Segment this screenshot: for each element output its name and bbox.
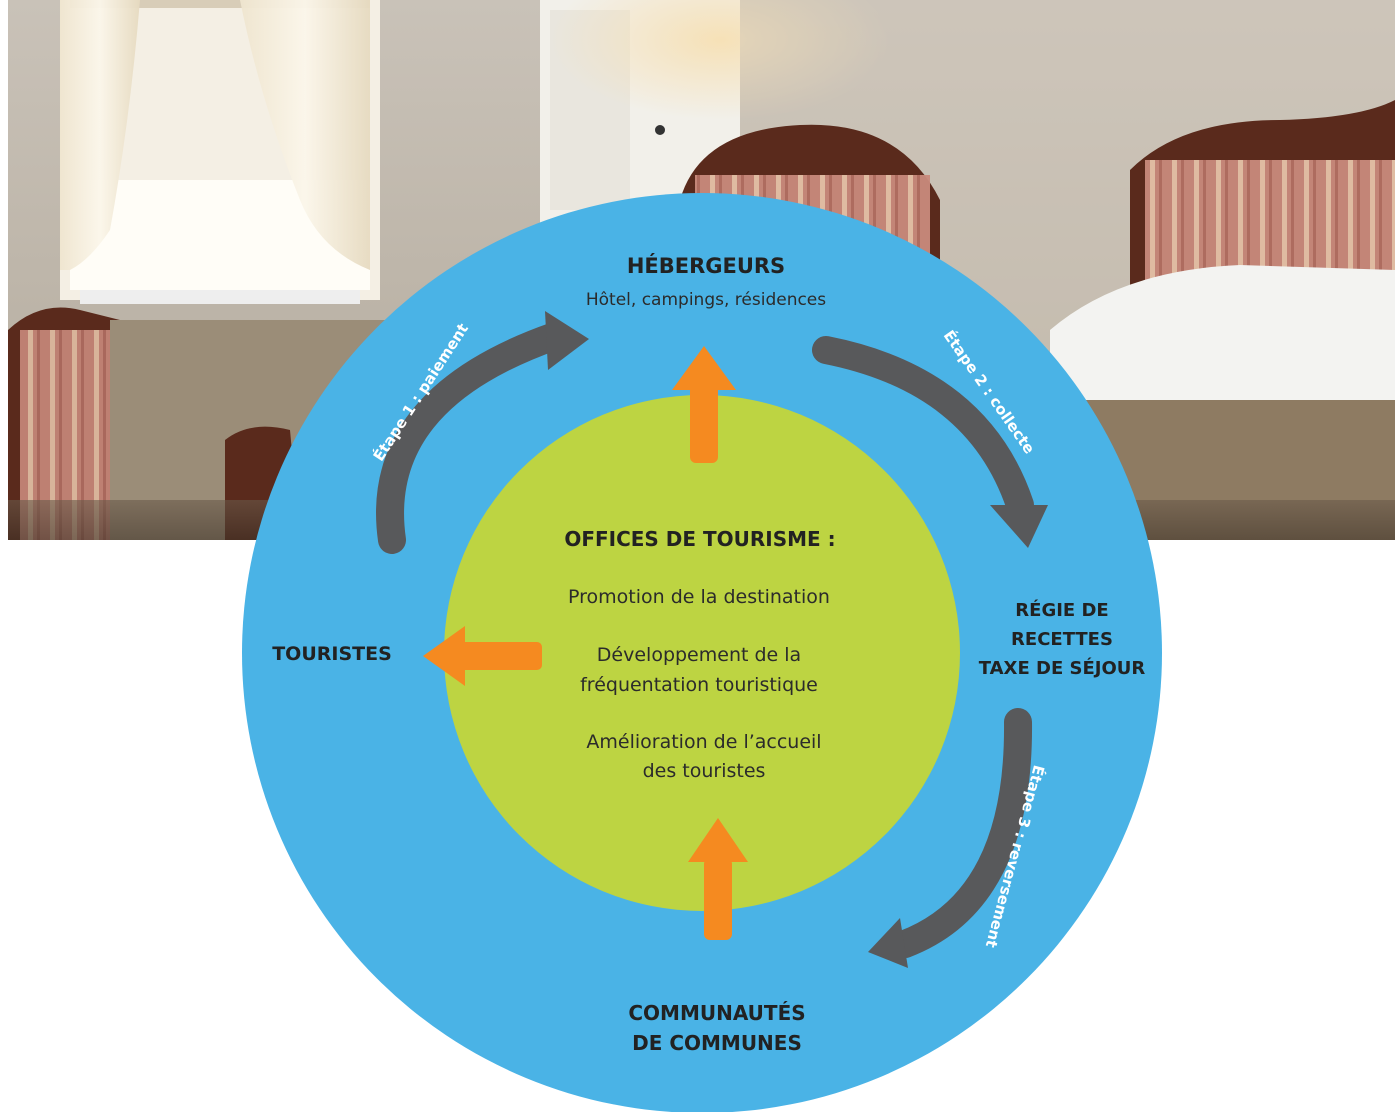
orange-arrow-left — [423, 626, 542, 686]
regie-line-1: RÉGIE DE — [1015, 599, 1108, 621]
center-item-developpement-1: Développement de la — [597, 644, 801, 666]
regie-line-3: TAXE DE SÉJOUR — [979, 657, 1146, 679]
step2-arrow — [812, 336, 1048, 548]
center-item-developpement-2: fréquentation touristique — [580, 674, 818, 696]
regie-line-2: RECETTES — [1011, 629, 1113, 650]
touristes-label: TOURISTES — [272, 643, 392, 665]
communautes-line-1: COMMUNAUTÉS — [628, 1001, 805, 1025]
center-item-amelioration-1: Amélioration de l’accueil — [586, 731, 821, 753]
center-item-amelioration-2: des touristes — [643, 760, 766, 782]
inner-circle — [444, 395, 960, 911]
hebergeurs-title: HÉBERGEURS — [627, 253, 785, 278]
step3-arrow — [868, 708, 1033, 968]
orange-arrow-up-bottom — [688, 818, 748, 940]
orange-arrow-up-top — [672, 346, 736, 463]
communautes-line-2: DE COMMUNES — [632, 1031, 802, 1055]
hebergeurs-subtitle: Hôtel, campings, résidences — [586, 290, 826, 310]
center-item-promotion: Promotion de la destination — [568, 586, 830, 608]
step1-arrow — [376, 311, 589, 554]
offices-title: OFFICES DE TOURISME : — [564, 527, 835, 551]
